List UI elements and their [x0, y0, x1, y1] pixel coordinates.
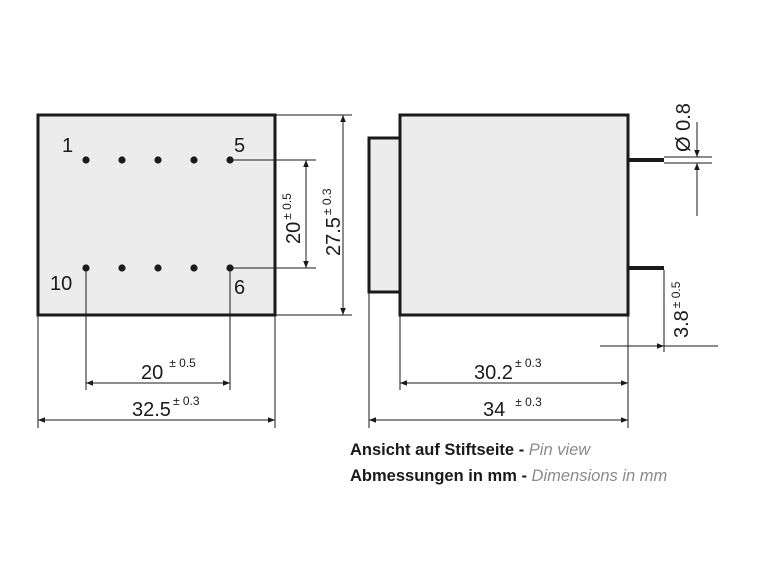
- dim-text-side-body: 30.2± 0.3: [474, 356, 542, 384]
- caption-dimensions: Abmessungen in mm - Dimensions in mm: [350, 467, 667, 486]
- pin-dot: [154, 156, 162, 164]
- dim-text-side-total: 34± 0.3: [483, 395, 542, 421]
- side-body: [398, 113, 630, 317]
- dim-text-pin-pitch: 20± 0.5: [141, 356, 196, 384]
- dim-text-pin-row-spacing: 20± 0.5: [280, 193, 305, 244]
- pin-label-6: 6: [234, 277, 245, 299]
- dim-text-body-height: 27.5± 0.3: [320, 188, 345, 256]
- pin-label-1: 1: [62, 135, 73, 157]
- front-body: [36, 113, 277, 317]
- caption-dimensions-de: Abmessungen in mm -: [350, 467, 527, 485]
- caption-pin-view-de: Ansicht auf Stiftseite -: [350, 441, 525, 459]
- dim-text-pin-length: 3.8± 0.5: [669, 281, 693, 338]
- pin-dot: [82, 156, 90, 164]
- dim-text-pin-diameter: Ø 0.8: [673, 103, 695, 152]
- caption-pin-view: Ansicht auf Stiftseite - Pin view: [350, 441, 590, 460]
- pin-dot: [118, 264, 126, 272]
- pin-dot: [190, 156, 198, 164]
- side-base-plate: [367, 136, 402, 294]
- pin-dot: [154, 264, 162, 272]
- pin-label-10: 10: [50, 273, 72, 295]
- caption-dimensions-en: Dimensions in mm: [531, 467, 668, 485]
- side-extension-lines: [368, 156, 718, 428]
- caption-pin-view-en: Pin view: [528, 441, 591, 459]
- pin-label-5: 5: [234, 135, 245, 157]
- front-extension-lines: [37, 114, 352, 428]
- dim-text-body-width: 32.5± 0.3: [132, 394, 200, 421]
- pin-dot: [118, 156, 126, 164]
- pin-dot: [190, 264, 198, 272]
